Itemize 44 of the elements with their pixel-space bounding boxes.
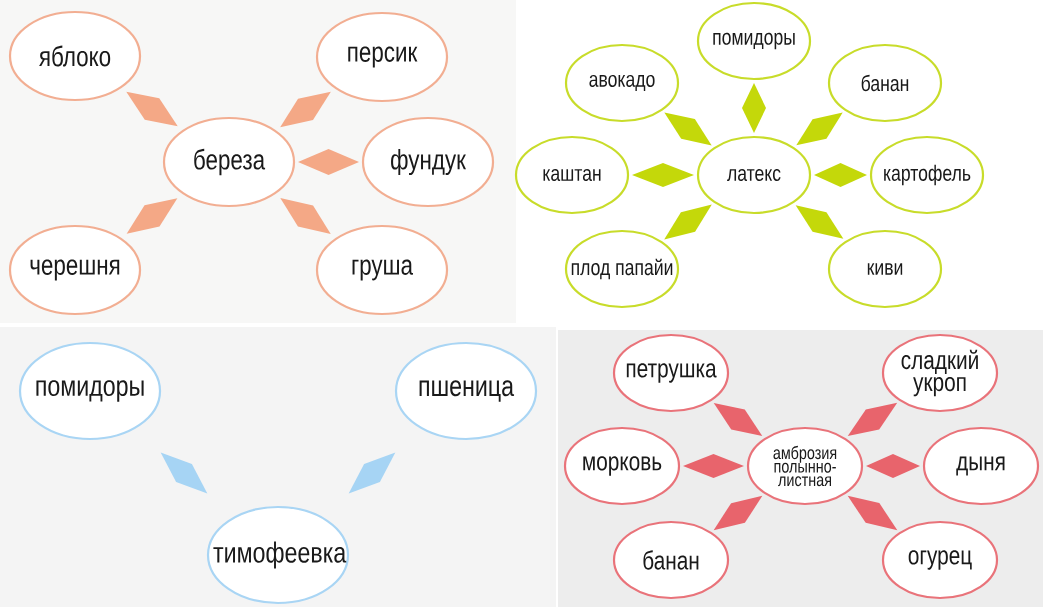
ellipse-node: плод папайи [564, 229, 680, 309]
diamond-connector [348, 452, 396, 494]
ellipse-node: фундук [361, 116, 495, 208]
diamond-connector [160, 452, 208, 494]
ellipse-node: яблоко [8, 10, 142, 102]
ellipse-node: черешня [8, 224, 142, 316]
ellipse-node: помидоры [696, 1, 812, 81]
diamond-connector [795, 205, 844, 239]
ellipse-node: авокадо [564, 43, 680, 123]
diamond-connector [280, 197, 331, 234]
ellipse-node: петрушка [612, 333, 730, 413]
diamond-connector [713, 402, 763, 437]
ellipse-node: тимофеевка [206, 505, 350, 605]
ellipse-node: помидоры [18, 341, 162, 441]
ellipse-node: латекс [696, 135, 812, 215]
ellipse-node: пшеница [394, 341, 538, 441]
diamond-connector [298, 149, 359, 175]
ellipse-node: банан [827, 43, 943, 123]
diamond-connector [796, 112, 843, 146]
ellipse-node: киви [827, 229, 943, 309]
ellipse-node: сладкий укроп [881, 333, 999, 413]
diamond-connector [664, 204, 712, 240]
ellipse-node: береза [162, 116, 296, 208]
ellipse-node: дыня [922, 426, 1040, 506]
ellipse-node: груша [315, 224, 449, 316]
diamond-connector [664, 112, 712, 146]
ellipse-node: каштан [514, 135, 630, 215]
diamond-connector [847, 402, 898, 437]
diamond-connector [742, 83, 766, 133]
ellipse-node: амброзия полынно-листная [746, 426, 864, 506]
diamond-connector [814, 163, 867, 187]
diamond-connector [713, 495, 763, 531]
ellipse-node: банан [612, 520, 730, 600]
diamond-connector [632, 163, 694, 187]
diamond-connector [683, 454, 744, 478]
diamond-connector [847, 495, 898, 531]
ellipse-node: огурец [881, 520, 999, 600]
diamond-connector [280, 91, 331, 128]
diamond-connector [126, 91, 178, 127]
diamond-connector [866, 454, 920, 478]
ellipse-node: персик [315, 11, 449, 103]
ellipse-node: морковь [563, 426, 681, 506]
ellipse-node: картофель [869, 135, 985, 215]
diamond-connector [126, 198, 178, 234]
